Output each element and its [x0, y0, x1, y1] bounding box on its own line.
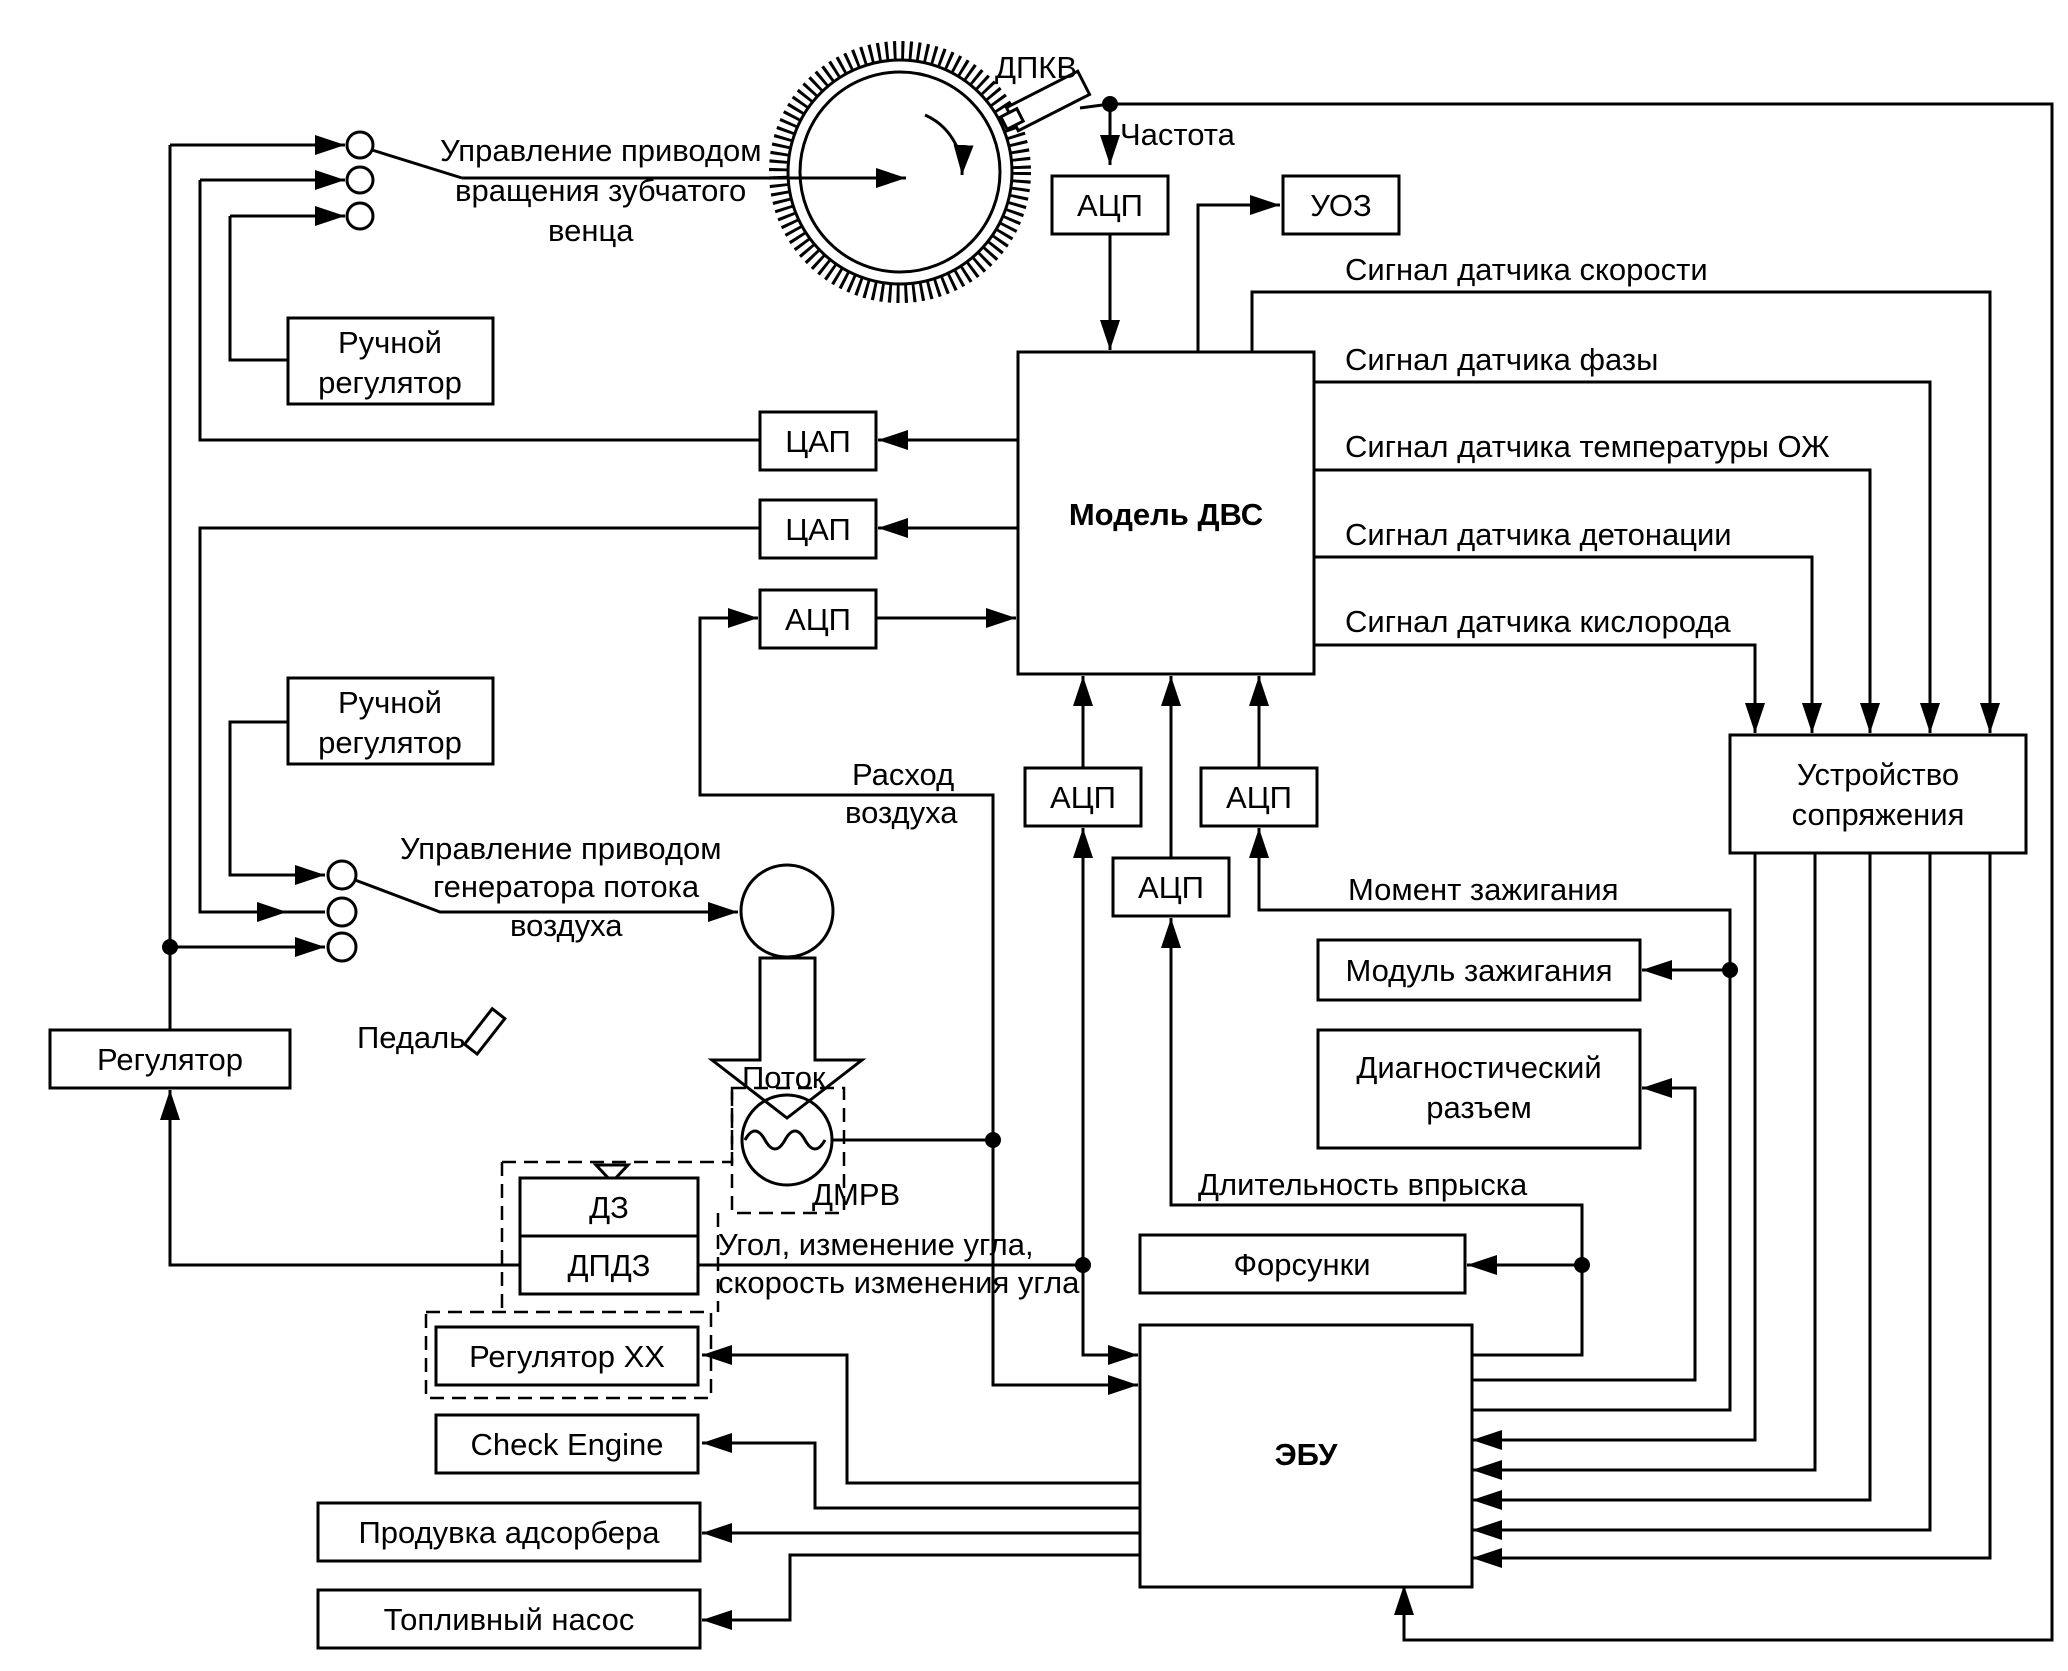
- check-engine: [434, 1413, 700, 1475]
- ecu: [1138, 1323, 1474, 1589]
- dac-1: [758, 410, 878, 472]
- flow-label: Поток: [742, 1060, 826, 1095]
- diagnostic-label-1: Диагностический: [1356, 1050, 1601, 1085]
- idle-regulator-dashed-group: [424, 1310, 713, 1400]
- manual-regulator-top: [286, 316, 495, 406]
- crown-drive-label-1: Управление приводом: [440, 133, 762, 168]
- interface-device: [1728, 733, 2028, 855]
- adc-left: [758, 588, 878, 650]
- dac-1-label: ЦАП: [785, 424, 851, 459]
- idle-regulator: [434, 1325, 700, 1387]
- dpkv-label: ДПКВ: [995, 50, 1077, 85]
- oxygen-sensor-label: Сигнал датчика кислорода: [1345, 604, 1731, 639]
- injection-duration-label: Длительность впрыска: [1198, 1167, 1528, 1202]
- dac-2: [758, 498, 878, 560]
- ecu-label: ЭБУ: [1275, 1437, 1339, 1472]
- injectors: [1138, 1233, 1467, 1295]
- angle-label-2: скорость изменения угла: [718, 1265, 1080, 1300]
- check-engine-label: Check Engine: [470, 1427, 663, 1462]
- adc-bottom-2-label: АЦП: [1138, 870, 1204, 905]
- pedal-label: Педаль: [357, 1020, 465, 1055]
- adsorber-purge: [316, 1501, 702, 1563]
- adc-bottom-1: [1023, 766, 1143, 828]
- manual-regulator-top-label-1: Ручной: [338, 325, 442, 360]
- airflow-drive-switch: [326, 859, 738, 963]
- dpkv-sensor: ДПКВ: [995, 50, 1092, 133]
- airflow-drive-label-3: воздуха: [510, 908, 623, 943]
- phase-sensor-label: Сигнал датчика фазы: [1345, 342, 1658, 377]
- adc-left-label: АЦП: [785, 602, 851, 637]
- manual-regulator-mid-label-2: регулятор: [318, 725, 462, 760]
- interface-label-2: сопряжения: [1792, 797, 1965, 832]
- uoz-block: [1281, 174, 1401, 236]
- ignition-module: [1316, 938, 1642, 1002]
- uoz-label: УОЗ: [1310, 188, 1372, 223]
- dac-2-label: ЦАП: [785, 512, 851, 547]
- fuel-pump-label: Топливный насос: [384, 1602, 635, 1637]
- dmrv-label: ДМРВ: [812, 1177, 900, 1212]
- manual-regulator-top-label-2: регулятор: [318, 365, 462, 400]
- pedal-icon: [462, 1006, 632, 1185]
- injectors-label: Форсунки: [1233, 1247, 1370, 1282]
- diagnostic-label-2: разъем: [1426, 1090, 1532, 1125]
- air-flow-label-2: воздуха: [845, 795, 958, 830]
- ignition-moment-label: Момент зажигания: [1348, 872, 1619, 907]
- frequency-label: Частота: [1120, 117, 1236, 152]
- interface-label-1: Устройство: [1797, 757, 1959, 792]
- regulator: [48, 1028, 292, 1090]
- speed-sensor-label: Сигнал датчика скорости: [1345, 252, 1708, 287]
- crown-drive-label-3: венца: [548, 213, 634, 248]
- adc-bottom-1-label: АЦП: [1050, 780, 1116, 815]
- adc-top: [1050, 174, 1170, 236]
- throttle-position-sensor-label: ДПДЗ: [568, 1248, 651, 1283]
- knock-sensor-label: Сигнал датчика детонации: [1345, 517, 1732, 552]
- engine-model-label: Модель ДВС: [1069, 497, 1263, 532]
- crown-drive-label-2: вращения зубчатого: [455, 173, 746, 208]
- adc-top-label: АЦП: [1077, 188, 1143, 223]
- angle-label-1: Угол, изменение угла,: [718, 1227, 1034, 1262]
- idle-regulator-label: Регулятор ХХ: [469, 1339, 665, 1374]
- airflow-drive-label-1: Управление приводом: [400, 831, 722, 866]
- toothed-crown: [769, 41, 1031, 303]
- adc-bottom-3-label: АЦП: [1226, 780, 1292, 815]
- adsorber-purge-label: Продувка адсорбера: [358, 1515, 660, 1550]
- manual-regulator-mid: [286, 676, 495, 766]
- crown-drive-switch: [345, 130, 906, 231]
- coolant-temp-label: Сигнал датчика температуры ОЖ: [1345, 429, 1830, 464]
- throttle-label: ДЗ: [589, 1190, 629, 1225]
- regulator-label: Регулятор: [97, 1042, 243, 1077]
- fuel-pump: [316, 1588, 702, 1650]
- adc-bottom-2: [1111, 856, 1231, 918]
- manual-regulator-mid-label-1: Ручной: [338, 685, 442, 720]
- diagnostic-connector: [1316, 1028, 1642, 1150]
- engine-model: [1016, 350, 1316, 676]
- adc-bottom-3: [1199, 766, 1319, 828]
- air-flow-generator: [739, 863, 835, 959]
- air-flow-label-1: Расход: [852, 757, 954, 792]
- airflow-drive-label-2: генератора потока: [433, 869, 700, 904]
- ignition-module-label: Модуль зажигания: [1345, 953, 1612, 988]
